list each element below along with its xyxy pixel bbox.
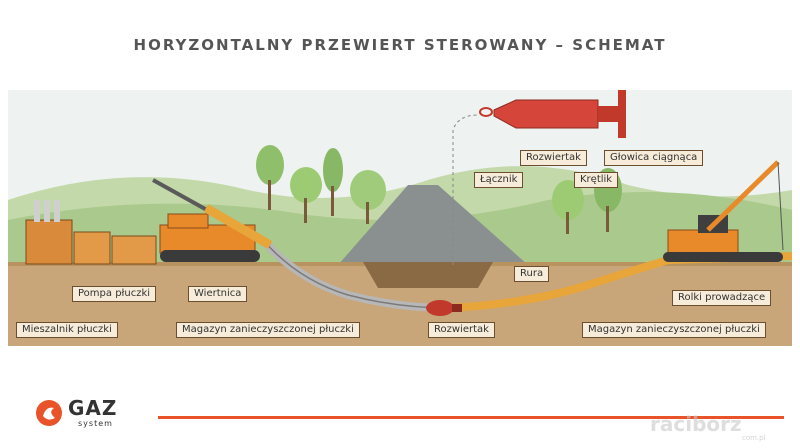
watermark: raciborz bbox=[650, 412, 742, 436]
label-kretlik: Krętlik bbox=[574, 172, 619, 188]
mud-units bbox=[25, 200, 157, 265]
pit bbox=[363, 262, 493, 288]
diagram-title: HORYZONTALNY PRZEWIERT STEROWANY – SCHEM… bbox=[133, 36, 667, 54]
label-magazyn-left: Magazyn zanieczyszczonej płuczki bbox=[176, 322, 360, 338]
flame-icon bbox=[36, 400, 62, 426]
reamer-underground bbox=[426, 300, 462, 316]
drilling-rig bbox=[152, 178, 273, 262]
pipe bbox=[447, 252, 793, 312]
label-mieszalnik-pluczki: Mieszalnik płuczki bbox=[16, 322, 118, 338]
gaz-system-logo: GAZ system bbox=[34, 396, 154, 436]
footer-divider bbox=[158, 416, 784, 419]
detail-arrow bbox=[452, 114, 479, 265]
reamer-detail bbox=[479, 90, 626, 138]
logo-sub: system bbox=[78, 419, 113, 428]
diagram-scene: Pompa płuczki Wiertnica Mieszalnik płucz… bbox=[8, 90, 793, 346]
watermark-sub: com.pl bbox=[742, 434, 766, 442]
label-rozwiertak-bottom: Rozwiertak bbox=[428, 322, 495, 338]
label-magazyn-right: Magazyn zanieczyszczonej płuczki bbox=[582, 322, 766, 338]
label-pompa-pluczki: Pompa płuczki bbox=[72, 286, 157, 302]
label-wiertnica: Wiertnica bbox=[188, 286, 248, 302]
label-rolki-prowadzace: Rolki prowadzące bbox=[672, 290, 772, 306]
road bbox=[338, 185, 528, 265]
label-rozwiertak-top: Rozwiertak bbox=[520, 150, 587, 166]
logo-name: GAZ bbox=[68, 396, 118, 420]
crane bbox=[663, 160, 784, 262]
label-lacznik: Łącznik bbox=[474, 172, 524, 188]
label-glowica-ciagnaca: Głowica ciągnąca bbox=[604, 150, 704, 166]
label-rura: Rura bbox=[514, 266, 550, 282]
scene-illustration bbox=[8, 90, 793, 346]
